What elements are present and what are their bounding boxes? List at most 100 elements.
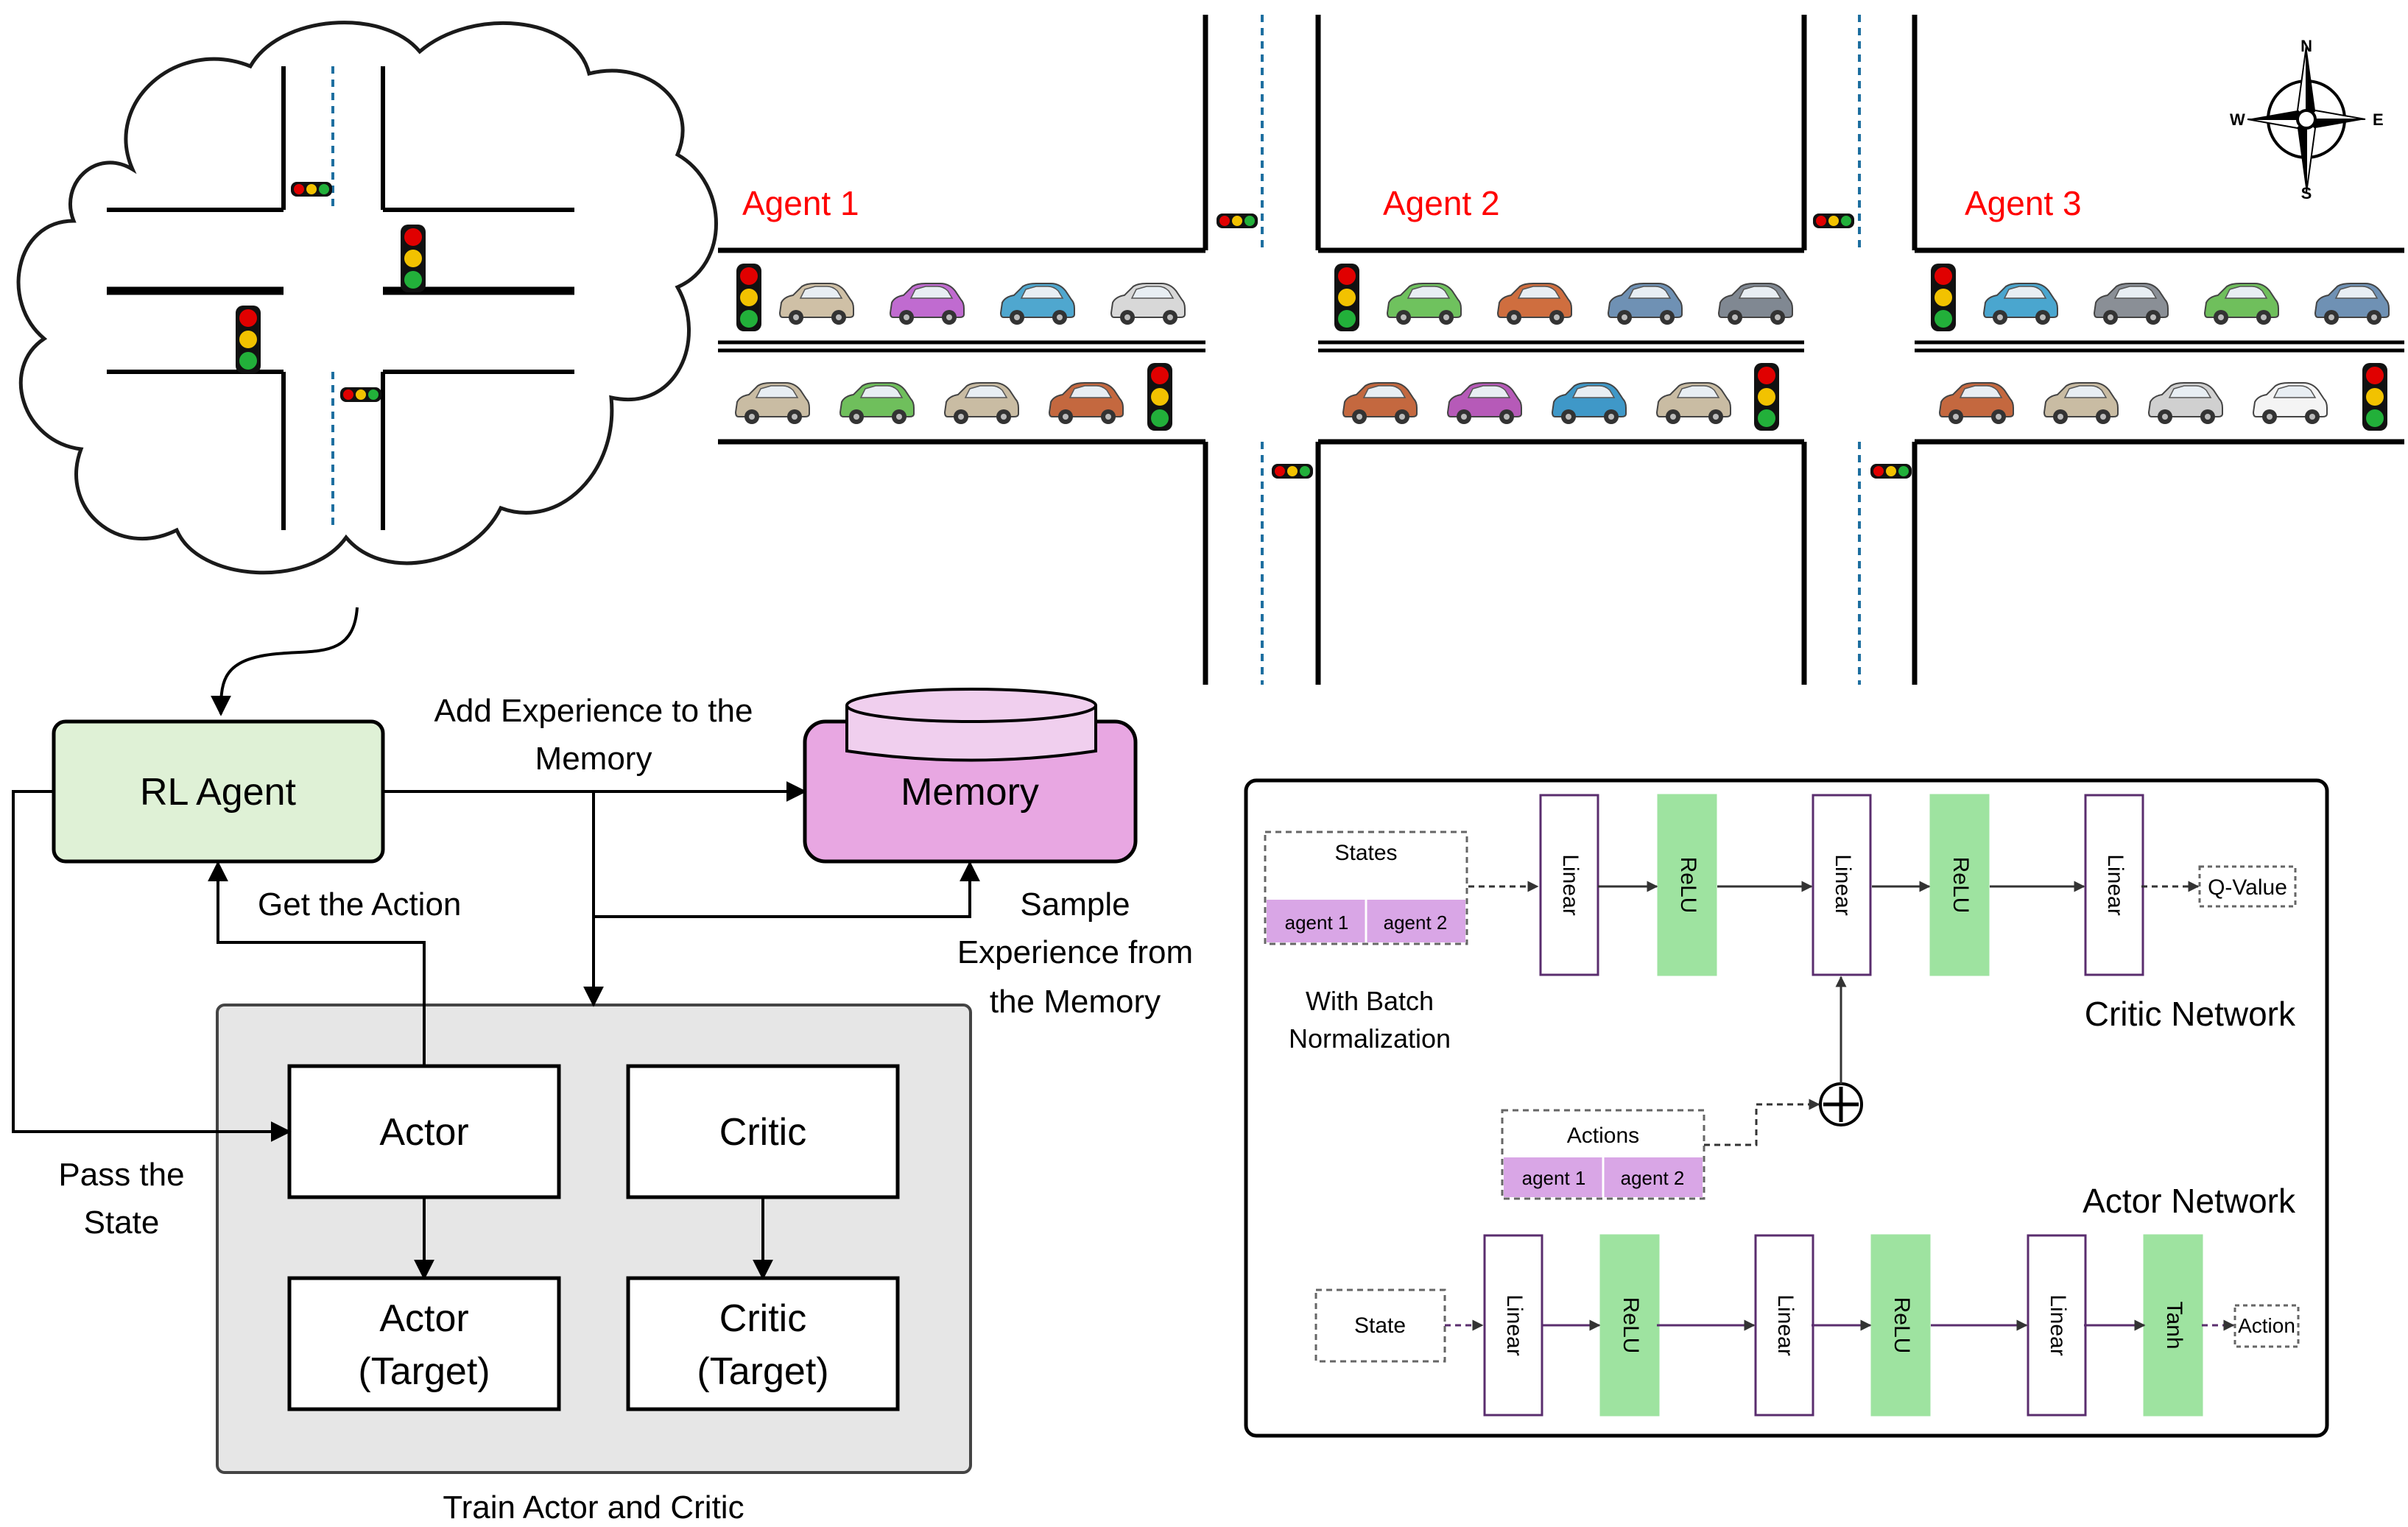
car-icon	[1496, 283, 1572, 325]
actor-linear-2-label: Linear	[1773, 1294, 1798, 1355]
actor-target-box	[287, 1276, 561, 1411]
car-icon	[1938, 382, 2014, 424]
sample-label-3: the Memory	[990, 984, 1161, 1020]
critic-states-label: States	[1334, 841, 1397, 865]
critic-target-label-1: Critic	[719, 1297, 806, 1340]
compass-icon: N S E W	[2230, 37, 2384, 202]
traffic-light-icon	[1272, 464, 1313, 479]
sample-label-2: Experience from	[957, 934, 1193, 970]
road-network	[718, 15, 2404, 685]
actions-agent2-chip: agent 2	[1621, 1167, 1685, 1189]
car-icon	[1342, 382, 1418, 424]
car-icon	[1446, 382, 1522, 424]
car-icon	[839, 382, 915, 424]
traffic-light-icon	[1813, 214, 1854, 228]
critic-relu-2-label: ReLU	[1948, 857, 1973, 914]
memory-label: Memory	[901, 771, 1039, 814]
compass-n: N	[2300, 37, 2312, 55]
car-icon	[1048, 382, 1124, 424]
car-icon	[1607, 283, 1683, 325]
car-icon	[2203, 283, 2279, 325]
rl-agent-label: RL Agent	[140, 771, 297, 814]
agent-1-label: Agent 1	[742, 184, 859, 222]
traffic-light-icon	[1870, 464, 1912, 479]
critic-linear-1-label: Linear	[1558, 854, 1583, 915]
critic-relu-1: ReLU	[1657, 794, 1717, 976]
actor-relu-2: ReLU	[1870, 1234, 1931, 1417]
car-icon	[2093, 283, 2169, 325]
traffic-light-icon	[1334, 264, 1359, 331]
actor-linear-1-label: Linear	[1502, 1294, 1527, 1355]
critic-box	[626, 1064, 900, 1199]
traffic-light-icon	[1931, 264, 1956, 331]
memory-icon	[803, 688, 1138, 864]
critic-agent1-chip: agent 1	[1285, 911, 1349, 934]
traffic-light-icon	[2362, 363, 2387, 431]
car-icon	[999, 283, 1075, 325]
compass-s: S	[2301, 184, 2312, 202]
critic-relu-1-label: ReLU	[1676, 857, 1700, 914]
actor-linear-3: Linear	[2027, 1234, 2087, 1417]
traffic-light-icon	[340, 387, 381, 402]
actor-label: Actor	[379, 1111, 468, 1154]
car-icon	[1655, 382, 1731, 424]
agent-2-label: Agent 2	[1383, 184, 1500, 222]
actor-relu-1-label: ReLU	[1619, 1297, 1643, 1354]
traffic-light-icon	[291, 182, 332, 197]
actor-network-title: Actor Network	[2083, 1182, 2296, 1220]
flow-arrows	[12, 781, 980, 1280]
critic-actions-label: Actions	[1567, 1124, 1639, 1148]
critic-relu-2: ReLU	[1929, 794, 1990, 976]
compass-w: W	[2230, 110, 2245, 129]
car-icon	[1386, 283, 1462, 325]
compass-e: E	[2373, 110, 2384, 129]
pass-state-label-1: Pass the	[58, 1157, 184, 1193]
q-value-label: Q-Value	[2208, 875, 2287, 900]
car-icon	[2147, 382, 2223, 424]
car-icon	[889, 283, 965, 325]
car-icon	[943, 382, 1019, 424]
cloud-traffic-lights	[236, 182, 426, 402]
car-icon	[2252, 382, 2328, 424]
action-output-label: Action	[2238, 1314, 2295, 1337]
car-icon	[1551, 382, 1627, 424]
critic-linear-3-label: Linear	[2103, 854, 2127, 915]
add-experience-label-1: Add Experience to the	[434, 693, 753, 729]
actor-target-label-1: Actor	[379, 1297, 468, 1340]
batch-norm-label-2: Normalization	[1289, 1023, 1451, 1054]
actor-tanh-label: Tanh	[2162, 1301, 2186, 1349]
actor-linear-1: Linear	[1483, 1234, 1543, 1417]
actor-box	[287, 1064, 561, 1199]
critic-target-label-2: (Target)	[697, 1350, 828, 1393]
car-icon	[1717, 283, 1793, 325]
actor-relu-2-label: ReLU	[1890, 1297, 1914, 1354]
traffic-light-icon	[736, 264, 761, 331]
actions-agent1-chip: agent 1	[1522, 1167, 1586, 1189]
actor-target-label-2: (Target)	[358, 1350, 490, 1393]
train-caption: Train Actor and Critic	[443, 1489, 744, 1526]
traffic-light-icon	[401, 225, 426, 292]
traffic-light-icon	[1217, 214, 1258, 228]
critic-linear-3: Linear	[2084, 794, 2144, 976]
car-icon	[778, 283, 854, 325]
car-icon	[2043, 382, 2119, 424]
car-icon	[1982, 283, 2058, 325]
traffic-light-icon	[1147, 363, 1172, 431]
cloud-connector	[211, 607, 359, 716]
critic-linear-2-label: Linear	[1831, 854, 1855, 915]
thought-cloud	[16, 21, 718, 575]
critic-linear-2: Linear	[1812, 794, 1872, 976]
batch-norm-label-1: With Batch	[1306, 986, 1434, 1016]
traffic-light-icon	[1754, 363, 1779, 431]
critic-linear-1: Linear	[1539, 794, 1599, 976]
critic-target-box	[626, 1276, 900, 1411]
get-action-label: Get the Action	[258, 886, 461, 923]
car-icon	[1110, 283, 1186, 325]
sample-label-1: Sample	[1020, 886, 1130, 923]
actor-linear-3-label: Linear	[2046, 1294, 2070, 1355]
cloud-intersection	[107, 66, 574, 530]
actor-tanh: Tanh	[2143, 1234, 2203, 1417]
add-experience-label-2: Memory	[535, 741, 652, 777]
